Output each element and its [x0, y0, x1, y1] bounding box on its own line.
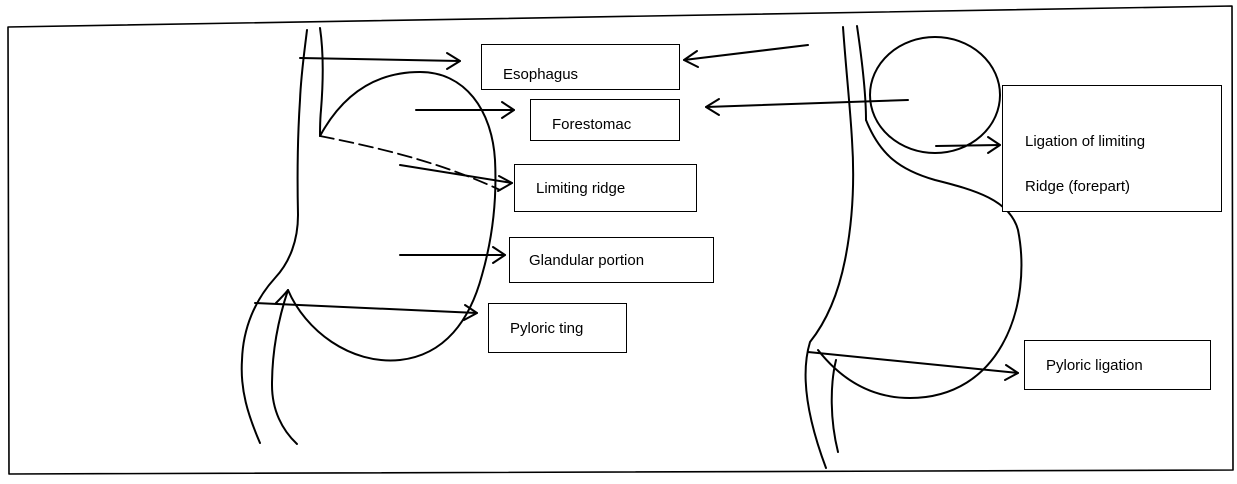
label-forestomac-text: Forestomac	[552, 117, 631, 132]
arrow-right-esophagus	[684, 45, 808, 60]
label-pyloric-ligation: Pyloric ligation	[1024, 340, 1211, 390]
limiting-ridge-dashed	[320, 136, 500, 190]
label-esophagus-text: Esophagus	[503, 67, 578, 82]
label-glandular-portion: Glandular portion	[509, 237, 714, 283]
label-forestomac: Forestomac	[530, 99, 680, 141]
ligated-forestomac-circle	[870, 37, 1000, 153]
left-stomach-outline	[276, 72, 495, 360]
label-pyloric-ligation-text: Pyloric ligation	[1046, 358, 1143, 373]
arrow-ligation-limiting	[936, 145, 1000, 146]
label-glandular-portion-text: Glandular portion	[529, 253, 644, 268]
arrow-pyloric-ligation	[808, 352, 1018, 373]
left-pylorus-line	[272, 290, 297, 444]
label-ligation-line-2: Ridge (forepart)	[1025, 179, 1130, 194]
left-arrows	[255, 53, 514, 320]
right-pylorus-line	[832, 360, 838, 452]
arrowhead-limiting-ridge	[498, 176, 512, 191]
label-esophagus: Esophagus	[481, 44, 680, 90]
arrow-esophagus	[300, 58, 460, 61]
arrow-right-forestomac	[706, 100, 908, 107]
label-limiting-ridge: Limiting ridge	[514, 164, 697, 212]
label-pyloric-ting: Pyloric ting	[488, 303, 627, 353]
right-esophagus-outer-line	[806, 27, 854, 468]
label-pyloric-ting-text: Pyloric ting	[510, 321, 583, 336]
left-esophagus-inner-line	[320, 28, 323, 136]
right-esophagus-inner-line	[857, 26, 866, 120]
label-ligation-of-limiting-ridge: Ligation of limiting Ridge (forepart)	[1002, 85, 1222, 212]
label-ligation-line-1: Ligation of limiting	[1025, 134, 1145, 149]
left-esophagus-outer-line	[242, 30, 307, 443]
arrow-pyloric-ting	[255, 303, 477, 313]
label-limiting-ridge-text: Limiting ridge	[536, 181, 625, 196]
